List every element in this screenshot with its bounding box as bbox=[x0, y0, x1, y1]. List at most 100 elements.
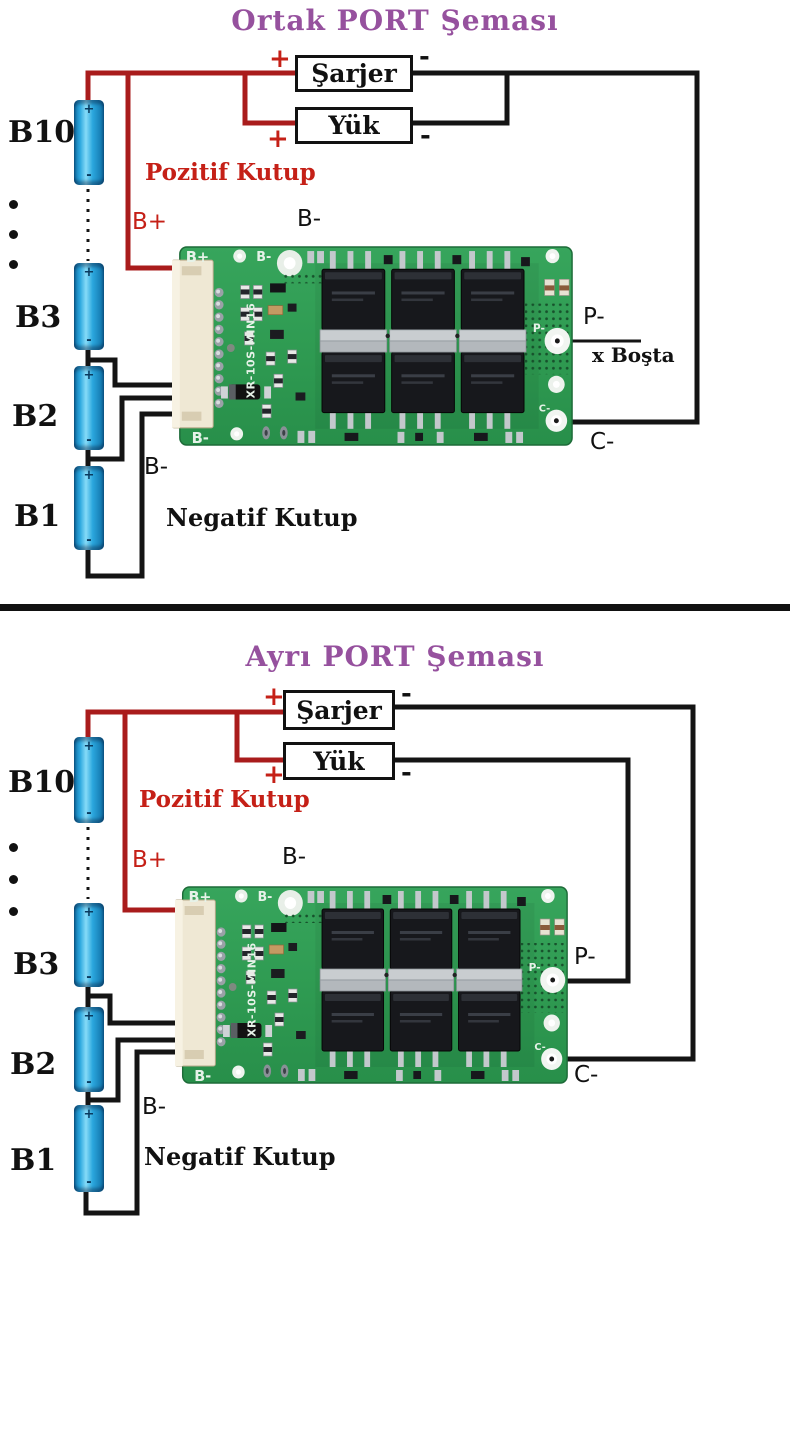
battery-cell-b2: + - bbox=[74, 1007, 104, 1092]
silk-p-minus: P- bbox=[529, 961, 541, 974]
battery-cell-b1: + - bbox=[74, 1105, 104, 1192]
balance-wire-b3 bbox=[88, 357, 182, 388]
b-minus-pack-label: B- bbox=[142, 1094, 167, 1120]
battery-minus-mark: - bbox=[86, 806, 92, 821]
c-minus-pad bbox=[549, 1056, 555, 1062]
silk-b-minus-top: B- bbox=[256, 250, 271, 265]
silkscreen: B+ B- B- XR-10S-MIN16 P- C- bbox=[186, 248, 550, 447]
load-negative-wire-2 bbox=[395, 757, 631, 984]
battery-cell-b1: + - bbox=[74, 466, 104, 550]
load-minus-sign: - bbox=[420, 121, 431, 151]
mounting-holes bbox=[230, 249, 565, 441]
battery-label-b2: B2 bbox=[10, 1047, 57, 1082]
charger-box-2: Şarjer bbox=[283, 690, 395, 730]
continuation-dot bbox=[9, 230, 18, 239]
negative-pole-label: Negatif Kutup bbox=[144, 1142, 336, 1171]
bottom-edge-components bbox=[297, 430, 524, 443]
charger-minus-sign: - bbox=[401, 679, 412, 709]
c-minus-label: C- bbox=[590, 429, 615, 455]
battery-label-b2: B2 bbox=[12, 399, 59, 434]
battery-cell-b3: + - bbox=[74, 263, 104, 350]
battery-label-b3: B3 bbox=[13, 947, 60, 982]
silk-b-minus-bottom: B- bbox=[192, 429, 209, 447]
battery-cell-b10: + - bbox=[74, 737, 104, 823]
battery-label-b10: B10 bbox=[8, 765, 76, 800]
battery-minus-mark: - bbox=[86, 533, 92, 548]
separate-port-title: Ayrı PORT Şeması bbox=[245, 640, 545, 673]
silk-c-minus: C- bbox=[534, 1042, 545, 1053]
charger-plus-sign: + bbox=[263, 682, 285, 712]
top-edge-components bbox=[307, 251, 530, 267]
jst-connector bbox=[172, 259, 224, 429]
battery-label-b3: B3 bbox=[15, 300, 62, 335]
battery-minus-mark: - bbox=[86, 168, 92, 183]
mosfet-array bbox=[319, 891, 523, 1067]
b-minus-pack-label: B- bbox=[144, 454, 169, 480]
p-minus-label: P- bbox=[574, 944, 596, 970]
charger-box: Şarjer bbox=[295, 55, 413, 92]
load-positive-wire-2 bbox=[234, 712, 285, 763]
charger-label: Şarjer bbox=[296, 695, 382, 725]
silk-p-minus: P- bbox=[533, 322, 545, 335]
continuation-dot bbox=[9, 875, 18, 884]
b-minus-board-label: B- bbox=[297, 206, 322, 232]
silk-model: XR-10S-MIN16 bbox=[246, 942, 259, 1037]
mounting-holes bbox=[232, 889, 560, 1079]
continuation-dot bbox=[9, 907, 18, 916]
charger-negative-wire bbox=[413, 70, 700, 425]
silk-b-plus: B+ bbox=[188, 889, 211, 906]
smd-components-left bbox=[223, 923, 306, 1057]
load-box-2: Yük bbox=[283, 742, 395, 780]
smd-components-right bbox=[544, 278, 570, 296]
battery-cell-b2: + - bbox=[74, 366, 104, 450]
positive-pole-label: Pozitif Kutup bbox=[139, 786, 310, 813]
b-plus-label: B+ bbox=[132, 847, 168, 873]
battery-minus-mark: - bbox=[86, 1175, 92, 1190]
silk-b-minus-top: B- bbox=[258, 890, 273, 905]
common-port-title: Ortak PORT Şeması bbox=[231, 4, 559, 37]
battery-label-b1: B1 bbox=[10, 1143, 57, 1178]
continuation-dot bbox=[9, 200, 18, 209]
load-label: Yük bbox=[328, 111, 380, 140]
bms-board-separate: B+ B- B- XR-10S-MIN16 P- C- bbox=[175, 885, 570, 1085]
bottom-edge-components bbox=[298, 1069, 520, 1081]
charger-negative-wire-2 bbox=[395, 704, 696, 1062]
charger-plus-sign: + bbox=[269, 44, 291, 74]
load-plus-sign: + bbox=[263, 760, 285, 790]
bms-board-photo: B+ B- B- XR-10S-MIN16 P- C- bbox=[175, 886, 568, 1085]
p-minus-label: P- bbox=[583, 304, 605, 330]
mosfet-array bbox=[319, 251, 527, 429]
pack-positive-wire bbox=[85, 70, 295, 102]
battery-plus-mark: + bbox=[83, 102, 95, 117]
battery-label-b10: B10 bbox=[8, 115, 76, 150]
load-positive-wire bbox=[242, 73, 295, 126]
charger-minus-sign: - bbox=[419, 42, 430, 72]
output-pads bbox=[540, 967, 566, 1070]
charger-label: Şarjer bbox=[311, 59, 397, 88]
silk-b-minus-bottom: B- bbox=[194, 1068, 211, 1085]
battery-minus-mark: - bbox=[86, 1075, 92, 1090]
b-minus-wire bbox=[85, 411, 182, 579]
b-minus-wire-2 bbox=[83, 1049, 184, 1216]
output-pads bbox=[544, 327, 571, 432]
b-plus-label: B+ bbox=[132, 209, 168, 235]
battery-minus-mark: - bbox=[86, 333, 92, 348]
pack-positive-wire-2 bbox=[85, 709, 285, 739]
positive-pole-label: Pozitif Kutup bbox=[145, 159, 316, 186]
battery-plus-mark: + bbox=[83, 739, 95, 754]
battery-cell-b10: + - bbox=[74, 100, 104, 185]
via-grid-top bbox=[283, 911, 323, 923]
load-minus-sign: - bbox=[401, 758, 412, 788]
continuation-dot bbox=[9, 843, 18, 852]
battery-label-b1: B1 bbox=[14, 499, 61, 534]
bms-board-common: B+ B- B- XR-10S-MIN16 P- C- bbox=[172, 245, 575, 447]
battery-cell-b3: + - bbox=[74, 903, 104, 987]
load-negative-wire bbox=[413, 73, 510, 126]
silk-c-minus: C- bbox=[539, 404, 550, 415]
bms-board-photo: B+ B- B- XR-10S-MIN16 P- C- bbox=[172, 246, 573, 447]
balance-wire-b3-2 bbox=[88, 993, 184, 1026]
b-plus-wire bbox=[125, 73, 182, 271]
